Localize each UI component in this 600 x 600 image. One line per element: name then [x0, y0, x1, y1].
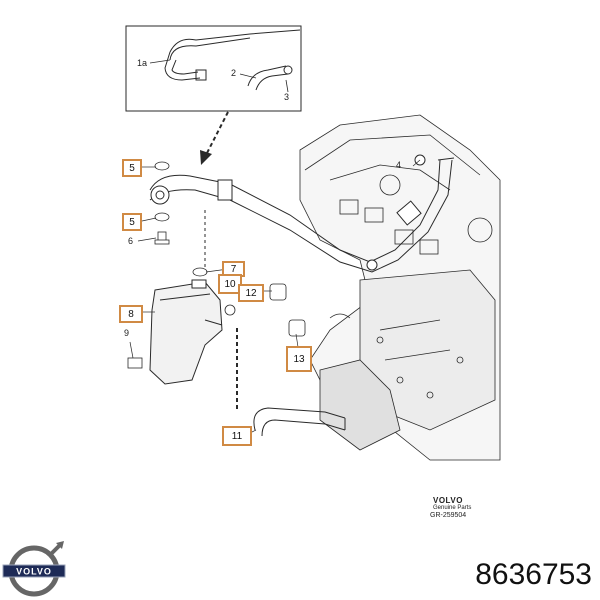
- callout-13: 13: [286, 346, 312, 372]
- inset-hose-2: [247, 65, 293, 91]
- inset-label-1a: 1a: [137, 58, 148, 68]
- engine-block: [299, 114, 501, 461]
- inset-label-2: 2: [231, 68, 237, 78]
- volvo-logo: VOLVO: [2, 541, 66, 597]
- leader-lines: [129, 159, 421, 434]
- inset-hose-1a: [164, 29, 301, 81]
- callout-8: 8: [119, 305, 143, 323]
- label-4: 4: [396, 160, 402, 170]
- part-number: 8636753: [475, 558, 592, 591]
- callout-12: 12: [238, 284, 264, 302]
- inset-pointer-arrow: [205, 111, 229, 156]
- inset-label-3: 3: [284, 92, 290, 102]
- callout-5-top: 5: [122, 159, 142, 177]
- callout-5-bottom: 5: [122, 213, 142, 231]
- reference-code: GR-259504: [430, 512, 467, 519]
- callout-11: 11: [222, 426, 252, 446]
- reference-brand: VOLVO: [433, 496, 463, 505]
- label-9: 9: [124, 328, 130, 338]
- lower-hose: [253, 407, 346, 437]
- inset-frame: [125, 25, 302, 112]
- reference-subtitle: Genuine Parts: [433, 505, 472, 511]
- expansion-tank: [149, 279, 223, 385]
- volvo-logo-text: VOLVO: [16, 567, 52, 577]
- main-coolant-pipe: [149, 154, 455, 273]
- label-6: 6: [128, 236, 134, 246]
- fittings: [127, 161, 351, 369]
- callout-10: 10: [218, 274, 242, 294]
